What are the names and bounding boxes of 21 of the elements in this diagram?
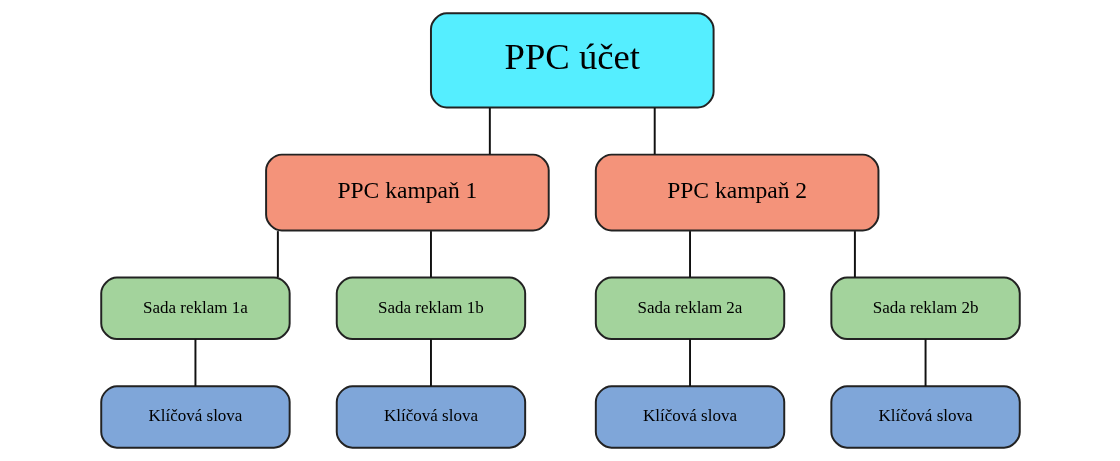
connector (688, 230, 691, 279)
node-box: Sada reklam 2b (829, 276, 1021, 341)
connector (653, 106, 656, 156)
node-box: PPC kampaň 1 (264, 153, 550, 232)
connector (488, 106, 491, 156)
node-box: Sada reklam 2a (594, 276, 785, 341)
node-box: Klíčová slova (829, 385, 1021, 449)
connector (688, 338, 691, 388)
node-box: PPC kampaň 2 (594, 153, 879, 232)
connector (276, 230, 279, 279)
node-box: Klíčová slova (594, 385, 785, 449)
connector (924, 338, 927, 388)
node-box: Klíčová slova (99, 385, 291, 449)
node-box: Sada reklam 1a (99, 276, 291, 341)
connector (429, 230, 432, 279)
connector (429, 338, 432, 388)
connector (853, 230, 856, 279)
connector (193, 338, 196, 388)
node-box: PPC účet (429, 12, 715, 109)
node-box: Klíčová slova (335, 385, 526, 449)
node-box: Sada reklam 1b (335, 276, 526, 341)
